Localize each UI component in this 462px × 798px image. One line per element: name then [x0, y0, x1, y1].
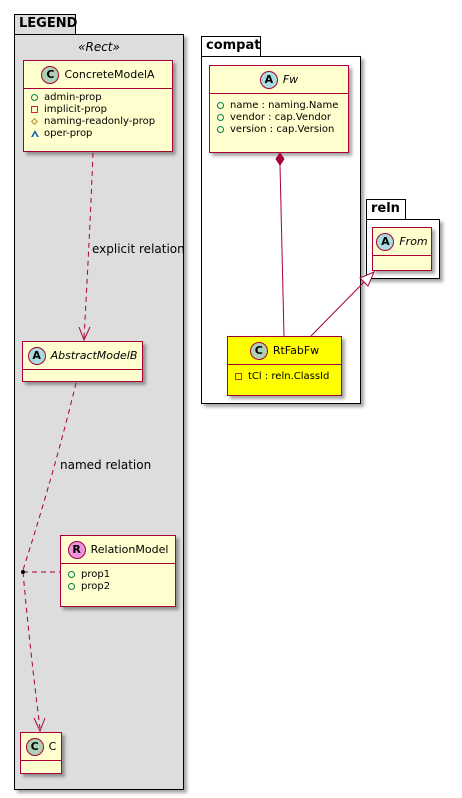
c-class[interactable]: C C	[20, 732, 62, 774]
composition-diamond-icon	[275, 152, 285, 166]
public-visibility-icon	[30, 92, 40, 104]
public-visibility-icon	[67, 581, 77, 593]
reln-package-tab: reln	[366, 199, 406, 219]
legend-package	[14, 34, 184, 790]
public-visibility-icon	[67, 569, 77, 581]
attribute: vendor : cap.Vendor	[230, 112, 331, 123]
explicit-relation-edge	[83, 152, 94, 339]
compat-package-title: compat	[206, 38, 261, 53]
abstract-badge-icon: A	[376, 232, 395, 251]
relation-model-class[interactable]: R RelationModel prop1 prop2	[60, 535, 176, 607]
arrowhead-icon	[33, 717, 46, 733]
class-name: C	[48, 740, 57, 753]
named-relation-edge-lower	[22, 571, 41, 729]
abstract-badge-icon: A	[259, 70, 278, 89]
inheritance-triangle-icon	[359, 271, 375, 287]
named-relation-label: named relation	[60, 458, 152, 472]
attribute: version : cap.Version	[230, 124, 335, 135]
class-name: RtFabFw	[272, 344, 320, 357]
private-visibility-icon	[30, 104, 40, 116]
class-badge-icon: C	[25, 737, 44, 756]
attribute: naming-readonly-prop	[44, 116, 156, 127]
named-relation-edge	[22, 382, 77, 571]
private-visibility-icon	[234, 371, 244, 383]
attribute: name : naming.Name	[230, 100, 339, 111]
attribute: prop1	[81, 569, 111, 580]
explicit-relation-label: explicit relation	[92, 242, 185, 256]
abstract-model-b-class[interactable]: A AbstractModelB	[22, 341, 143, 382]
public-visibility-icon	[216, 124, 226, 136]
fw-class[interactable]: A Fw name : naming.Name vendor : cap.Ven…	[209, 65, 349, 153]
legend-package-title: LEGEND	[19, 16, 78, 31]
class-name: RelationModel	[90, 543, 169, 556]
composition-edge	[279, 164, 285, 337]
class-badge-icon: C	[249, 341, 268, 360]
public-visibility-icon	[216, 112, 226, 124]
arrowhead-icon	[78, 326, 91, 342]
class-name: AbstractModelB	[50, 349, 138, 362]
junction-dot	[21, 570, 25, 574]
attribute: admin-prop	[44, 92, 102, 103]
attribute: tCl : reln.ClassId	[248, 371, 330, 382]
rt-fab-fw-class[interactable]: C RtFabFw tCl : reln.ClassId	[227, 336, 342, 396]
class-badge-icon: C	[41, 65, 60, 84]
attribute: oper-prop	[44, 128, 93, 139]
class-name: Fw	[282, 73, 299, 86]
compat-package-tab: compat	[201, 36, 261, 56]
public-visibility-icon	[216, 100, 226, 112]
reln-package-title: reln	[371, 201, 400, 216]
attribute: implicit-prop	[44, 104, 107, 115]
legend-stereotype: «Rect»	[78, 40, 120, 54]
inheritance-edge	[310, 279, 367, 337]
from-class[interactable]: A From	[372, 227, 432, 271]
abstract-badge-icon: A	[27, 346, 46, 365]
attribute: prop2	[81, 581, 111, 592]
concrete-model-a-class[interactable]: C ConcreteModelA admin-prop implicit-pro…	[23, 60, 173, 152]
package-visibility-icon	[30, 128, 40, 140]
legend-package-tab: LEGEND	[14, 14, 78, 34]
class-name: From	[399, 235, 428, 248]
relation-badge-icon: R	[67, 540, 86, 559]
class-name: ConcreteModelA	[64, 68, 155, 81]
